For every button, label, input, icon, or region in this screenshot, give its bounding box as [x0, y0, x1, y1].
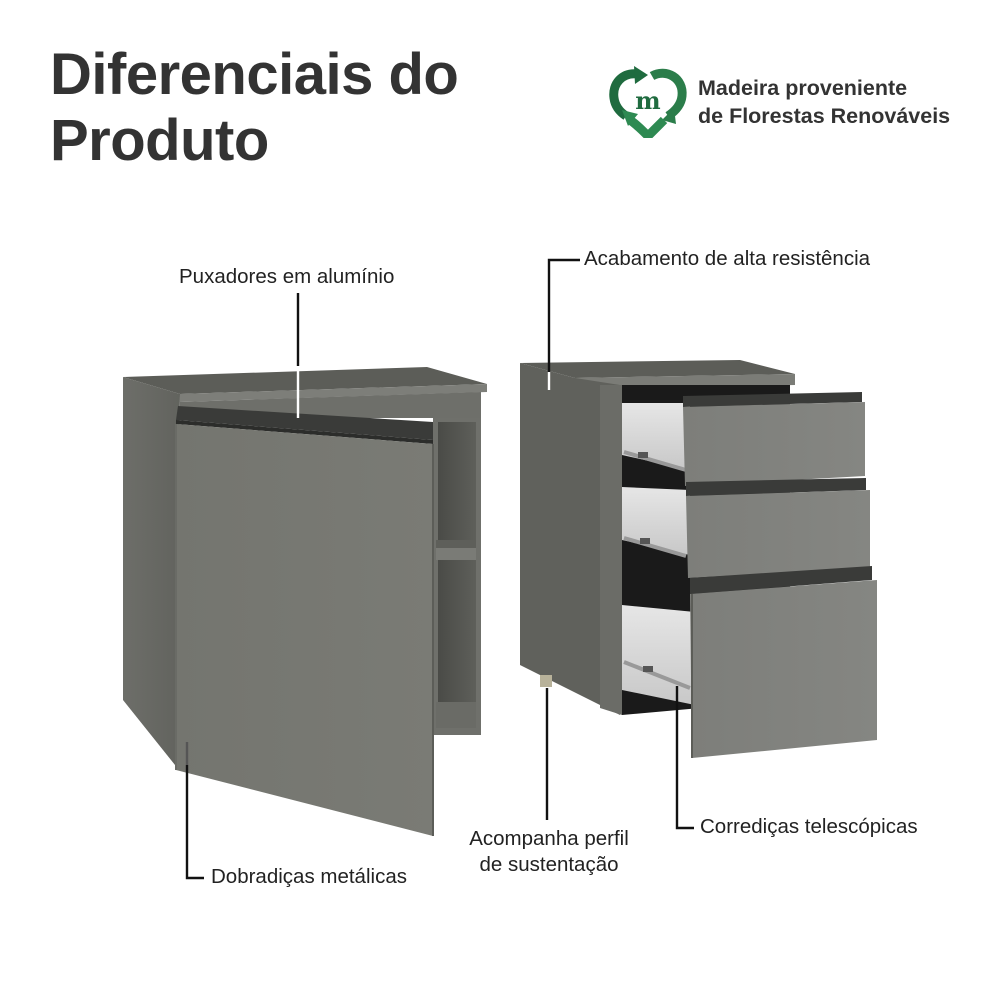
- callout-support-profile: Acompanha perfil de sustentação: [458, 826, 640, 878]
- callout-high-resistance-finish: Acabamento de alta resistência: [584, 247, 871, 270]
- title-line-2: Produto: [50, 108, 269, 173]
- callout-support-line-2: de sustentação: [479, 853, 619, 876]
- callout-telescopic-slides: Corrediças telescópicas: [700, 815, 918, 838]
- sustainability-badge: m Madeira proveniente de Florestas Renov…: [608, 66, 950, 138]
- badge-text: Madeira proveniente de Florestas Renováv…: [698, 74, 950, 130]
- leader-lines: [185, 258, 694, 880]
- door-cabinet: [123, 367, 487, 836]
- callout-aluminium-handles: Puxadores em alumínio: [179, 265, 395, 288]
- badge-line-1: Madeira proveniente: [698, 76, 908, 100]
- drawer-unit: [520, 360, 877, 758]
- callout-support-line-1: Acompanha perfil: [469, 827, 629, 850]
- badge-line-2: de Florestas Renováveis: [698, 104, 951, 128]
- title-line-1: Diferenciais do: [50, 42, 459, 107]
- recycle-heart-m-icon: m: [609, 66, 687, 138]
- svg-text:m: m: [635, 86, 660, 115]
- page-title: Diferenciais do Produto: [50, 42, 459, 174]
- callout-metal-hinges: Dobradiças metálicas: [211, 865, 407, 888]
